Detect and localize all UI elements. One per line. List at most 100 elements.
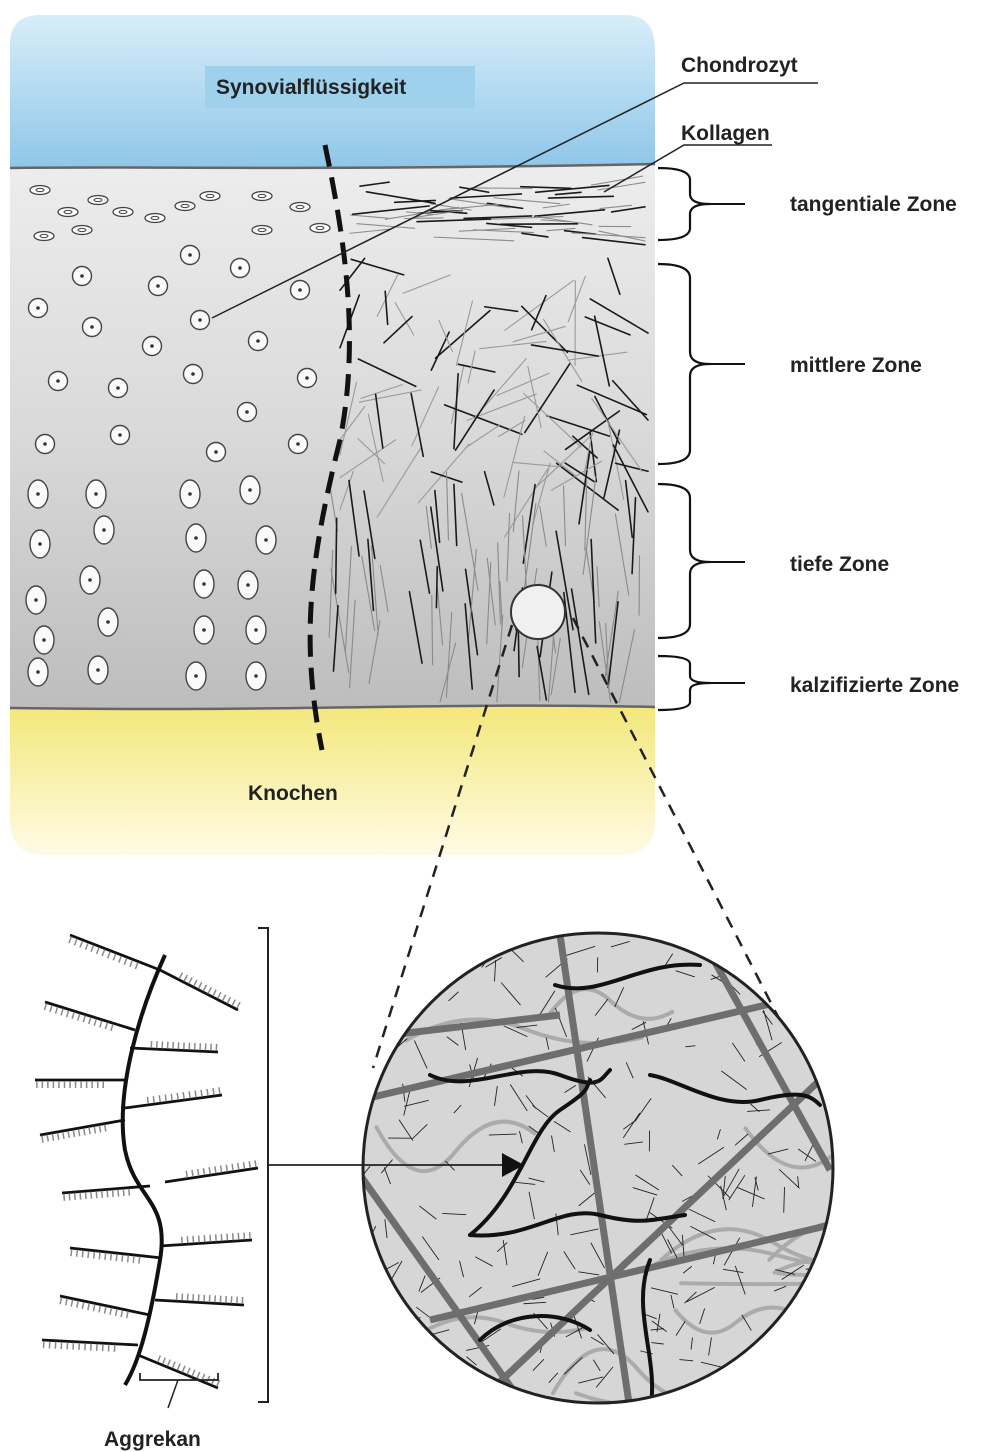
chondrocyte-cell — [194, 570, 214, 598]
chondrocyte-cell — [191, 311, 210, 330]
glycosaminoglycan-chain — [772, 1381, 784, 1389]
chondrocyte-cell — [28, 480, 48, 508]
glycosaminoglycan-chain — [652, 1394, 663, 1420]
glycosaminoglycan-chain — [674, 1391, 700, 1409]
glycosaminoglycan-chain — [830, 1397, 832, 1411]
chondrocyte-cell — [98, 608, 118, 636]
chondrocyte-cell — [175, 202, 195, 211]
aggrecan-side-chain — [40, 1120, 125, 1143]
zone-label-calcified: kalzifizierte Zone — [790, 674, 959, 697]
aggrecan-side-chain — [125, 1087, 222, 1108]
chondrocyte-cell — [186, 662, 206, 690]
chondrocyte-cell — [113, 208, 133, 217]
glycosaminoglycan-chain — [807, 1364, 825, 1375]
glycosaminoglycan-chain — [372, 1002, 375, 1031]
chondrocyte-cell — [30, 530, 50, 558]
aggrecan-side-chain — [62, 1186, 150, 1201]
chondrocyte-cell — [109, 379, 128, 398]
glycosaminoglycan-chain — [775, 1345, 801, 1356]
aggrecan-side-chain — [42, 1340, 138, 1352]
aggrecan-side-chain — [155, 1293, 244, 1305]
glycosaminoglycan-chain — [408, 1366, 425, 1387]
glycosaminoglycan-chain — [372, 999, 379, 1020]
chondrocyte-cell — [36, 435, 55, 454]
brace-middle — [658, 264, 710, 464]
aggrecan-side-chain — [138, 1355, 219, 1388]
glycosaminoglycan-chain — [427, 1382, 451, 1390]
glycosaminoglycan-chain — [385, 990, 395, 999]
chondrocyte-cell — [186, 524, 206, 552]
chondrocyte-cell — [72, 226, 92, 235]
proteoglycan-background-strand — [681, 1283, 932, 1284]
zone-label-deep: tiefe Zone — [790, 553, 889, 576]
glycosaminoglycan-chain — [777, 1329, 805, 1339]
glycosaminoglycan-chain — [373, 1294, 377, 1305]
glycosaminoglycan-chain — [811, 1348, 818, 1366]
chondrocyte-cell — [252, 226, 272, 235]
aggrecan-unit-bracket — [140, 1373, 218, 1380]
chondrocyte-cell — [200, 192, 220, 201]
aggrecan-side-chain — [165, 1160, 258, 1182]
collagen-fiber — [518, 627, 519, 676]
glycosaminoglycan-chain — [493, 1389, 508, 1390]
chondrocyte-cell — [231, 259, 250, 278]
glycosaminoglycan-chain — [695, 1391, 702, 1408]
synovial-label: Synovialflüssigkeit — [216, 76, 406, 99]
zone-label-tangential: tangentiale Zone — [790, 193, 957, 216]
glycosaminoglycan-chain — [763, 952, 776, 975]
aggrecan-leader — [168, 1380, 178, 1408]
hyaluronan-backbone — [123, 955, 165, 1385]
glycosaminoglycan-chain — [414, 1349, 426, 1365]
chondrocyte-cell — [184, 365, 203, 384]
chondrocyte-cell — [240, 476, 260, 504]
glycosaminoglycan-chain — [434, 1342, 436, 1359]
chondrocyte-cell — [94, 516, 114, 544]
chondrocyte-cell — [83, 318, 102, 337]
chondrocyte-cell — [149, 277, 168, 296]
chondrocyte-cell — [246, 616, 266, 644]
chondrocyte-cell — [289, 435, 308, 454]
glycosaminoglycan-chain — [691, 941, 703, 953]
aggrecan-label: Aggrekan — [104, 1428, 201, 1451]
chondrocyte-cell — [34, 232, 54, 241]
chondrocyte-cell — [180, 480, 200, 508]
glycosaminoglycan-chain — [794, 1306, 802, 1318]
glycosaminoglycan-chain — [444, 952, 455, 963]
chondrocyte-cell — [88, 196, 108, 205]
aggrecan-side-chain — [60, 1296, 150, 1318]
proteoglycan-background-strand — [789, 1315, 1000, 1333]
chondrocyte-cell — [111, 426, 130, 445]
chondrocyte-cell — [80, 566, 100, 594]
glycosaminoglycan-chain — [753, 1346, 766, 1360]
glycosaminoglycan-chain — [346, 1219, 370, 1224]
chondrocyte-cell — [252, 192, 272, 201]
collagen-fiber — [336, 518, 337, 593]
glycosaminoglycan-chain — [826, 1270, 828, 1285]
chondrocyte-cell — [58, 208, 78, 217]
chondrocyte-cell — [143, 337, 162, 356]
aggrecan-side-chain — [44, 1002, 135, 1031]
chondrocyte-cell — [34, 626, 54, 654]
aggrecan-molecule — [35, 935, 258, 1388]
glycosaminoglycan-chain — [374, 1347, 378, 1360]
aggrecan-side-chain — [160, 970, 240, 1010]
zoom-source-circle — [511, 585, 565, 639]
glycosaminoglycan-chain — [738, 1359, 746, 1366]
chondrocyte-cell — [49, 372, 68, 391]
chondrocyte-label: Chondrozyt — [681, 54, 798, 77]
proteoglycan-background-strand — [805, 1001, 967, 1037]
aggrecan-side-chain — [69, 935, 160, 970]
chondrocyte-cell — [310, 224, 330, 233]
brace-calcified — [658, 656, 710, 710]
glycosaminoglycan-chain — [796, 1381, 812, 1405]
brace-deep — [658, 484, 710, 638]
chondrocyte-cell — [29, 299, 48, 318]
glycosaminoglycan-chain — [741, 1356, 755, 1371]
chondrocyte-cell — [256, 526, 276, 554]
chondrocyte-cell — [238, 403, 257, 422]
chondrocyte-cell — [249, 332, 268, 351]
chondrocyte-cell — [88, 656, 108, 684]
chondrocyte-cell — [298, 369, 317, 388]
glycosaminoglycan-chain — [772, 1381, 792, 1383]
chondrocyte-cell — [73, 267, 92, 286]
